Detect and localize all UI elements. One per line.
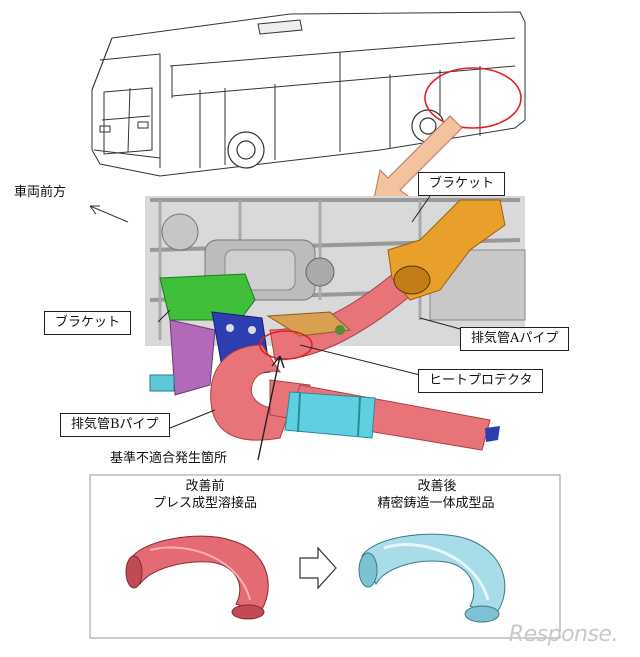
after-title: 改善後 [417, 479, 457, 494]
highlight-ellipse-detail [259, 330, 313, 360]
improvement-arrow [299, 546, 337, 590]
heat-protector-label: ヒートプロテクタ [418, 369, 544, 393]
exhaust-pipe-b [210, 344, 291, 441]
nonconformity-arrow [257, 355, 281, 461]
part-before [125, 535, 269, 620]
vehicle-front-label: 車両前方 [14, 185, 67, 200]
pipe-a-label: 排気管Aパイプ [460, 327, 570, 351]
part-after [358, 533, 506, 623]
response-watermark: Response. [508, 622, 619, 647]
pipe-b-label: 排気管Bパイプ [60, 413, 170, 437]
before-title: 改善前 [185, 479, 225, 494]
bracket-left [159, 273, 256, 321]
bracket-top-label: ブラケット [418, 172, 506, 196]
nonconformity-label: 基準不適合発生箇所 [110, 451, 228, 466]
highlight-ellipse-bus [424, 67, 522, 129]
after-desc: 精密鋳造一体成型品 [377, 496, 495, 511]
purple-bracket [169, 319, 216, 396]
bracket-left-label: ブラケット [44, 311, 132, 335]
heat-protector [266, 311, 352, 337]
bus-drawing [91, 11, 526, 177]
catalyst [284, 391, 376, 439]
vehicle-front-arrow [89, 205, 129, 223]
bus-wheels [227, 109, 445, 169]
before-desc: プレス成型溶接品 [152, 496, 257, 511]
